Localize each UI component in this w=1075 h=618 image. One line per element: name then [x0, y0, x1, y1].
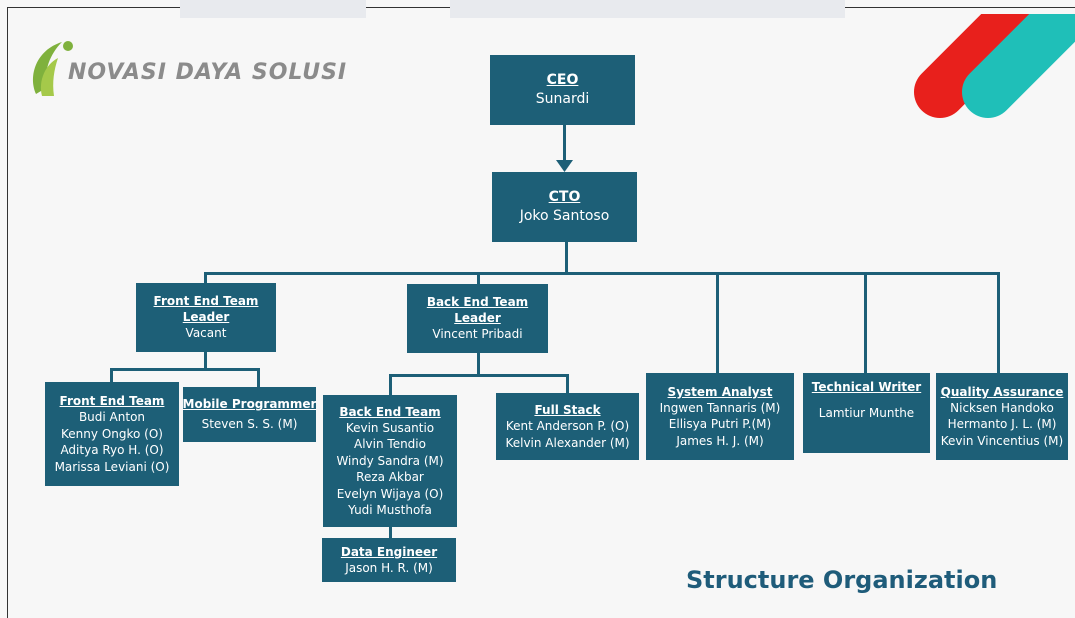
node-system-analyst: System Analyst Ingwen Tannaris (M) Ellis…: [646, 373, 794, 460]
node-technical-writer: Technical Writer Lamtiur Munthe: [803, 373, 930, 453]
node-title: Data Engineer: [340, 544, 438, 559]
node-be-leader: Back End Team Leader Vincent Pribadi: [407, 284, 548, 353]
node-be-team: Back End Team Kevin Susantio Alvin Tendi…: [323, 395, 457, 527]
connector-be-leader: [477, 272, 480, 285]
node-title: CEO: [546, 72, 579, 88]
connector-qa: [997, 272, 1000, 375]
connector-be-horizontal: [389, 374, 569, 377]
node-member: Steven S. S. (M): [201, 417, 298, 432]
node-member: Ellisya Putri P.(M): [668, 417, 772, 432]
node-member: Kelvin Alexander (M): [505, 435, 630, 450]
node-member: Aditya Ryo H. (O): [60, 443, 164, 457]
connector-fe-team: [110, 368, 113, 383]
node-member: Yudi Musthofa: [348, 503, 432, 517]
node-member: Hermanto J. L. (M): [947, 417, 1057, 432]
node-member: Lamtiur Munthe: [818, 406, 915, 420]
node-title: Technical Writer: [811, 380, 922, 394]
node-member: Sunardi: [535, 91, 590, 107]
connector-cto-down: [565, 241, 568, 274]
connector-be-team: [389, 374, 392, 396]
node-member: James H. J. (M): [676, 433, 764, 448]
connector-full-stack: [566, 374, 569, 394]
connector-ceo-cto: [563, 124, 566, 166]
node-title: Back End Team: [339, 404, 441, 419]
node-member: Kenny Ongko (O): [61, 426, 163, 441]
connector-fe-horizontal: [110, 368, 260, 371]
logo-text: NOVASI DAYA SOLUSI: [68, 60, 348, 85]
connector-data-engineer: [389, 526, 392, 539]
arrow-down-icon: [556, 160, 573, 172]
node-cto: CTO Joko Santoso: [492, 172, 637, 242]
node-member: Evelyn Wijaya (O): [336, 486, 444, 501]
node-title: Quality Assurance: [940, 384, 1064, 399]
node-member: Kevin Susantio: [345, 420, 435, 435]
page-heading: Structure Organization: [686, 566, 998, 594]
node-fe-team: Front End Team Budi Anton Kenny Ongko (O…: [45, 382, 179, 486]
node-member: Reza Akbar: [356, 470, 424, 484]
node-title: Full Stack: [534, 403, 601, 417]
node-title: System Analyst: [667, 384, 773, 399]
node-member: Joko Santoso: [519, 208, 610, 224]
top-band-right: [450, 0, 845, 18]
node-member: Vacant: [185, 326, 227, 341]
connector-level2-horizontal: [204, 272, 1000, 275]
node-title: Mobile Programmer: [182, 397, 317, 412]
logo-leaf-icon: [33, 41, 73, 96]
node-member: Jason H. R. (M): [345, 560, 433, 575]
connector-mobile: [257, 368, 260, 388]
node-title: CTO: [548, 189, 581, 205]
node-full-stack: Full Stack Kent Anderson P. (O) Kelvin A…: [496, 393, 639, 460]
node-member: Marissa Leviani (O): [54, 459, 170, 474]
node-member: Vincent Pribadi: [432, 327, 523, 342]
node-title: Front End Team Leader: [153, 294, 259, 325]
node-data-engineer: Data Engineer Jason H. R. (M): [322, 538, 456, 582]
decorative-stripes: [914, 14, 1075, 118]
connector-technical-writer: [864, 272, 867, 375]
node-qa: Quality Assurance Nicksen Handoko Herman…: [936, 373, 1068, 460]
node-member: Windy Sandra (M): [336, 453, 444, 468]
connector-be-leader-down: [477, 353, 480, 376]
node-title: Back End Team Leader: [426, 295, 529, 326]
node-member: Kevin Vincentius (M): [940, 433, 1064, 448]
node-member: Alvin Tendio: [354, 437, 426, 451]
connector-fe-leader-down: [204, 351, 207, 370]
node-member: Kent Anderson P. (O): [505, 419, 630, 433]
node-member: Budi Anton: [78, 410, 146, 424]
node-member: Ingwen Tannaris (M): [659, 400, 781, 415]
node-mobile: Mobile Programmer Steven S. S. (M): [183, 387, 316, 442]
node-title: Front End Team: [59, 394, 165, 408]
node-fe-leader: Front End Team Leader Vacant: [136, 283, 276, 352]
node-ceo: CEO Sunardi: [490, 55, 635, 125]
node-member: Nicksen Handoko: [950, 400, 1054, 415]
connector-system-analyst: [716, 272, 719, 375]
top-band-left: [180, 0, 366, 18]
connector-fe-leader: [204, 272, 207, 284]
